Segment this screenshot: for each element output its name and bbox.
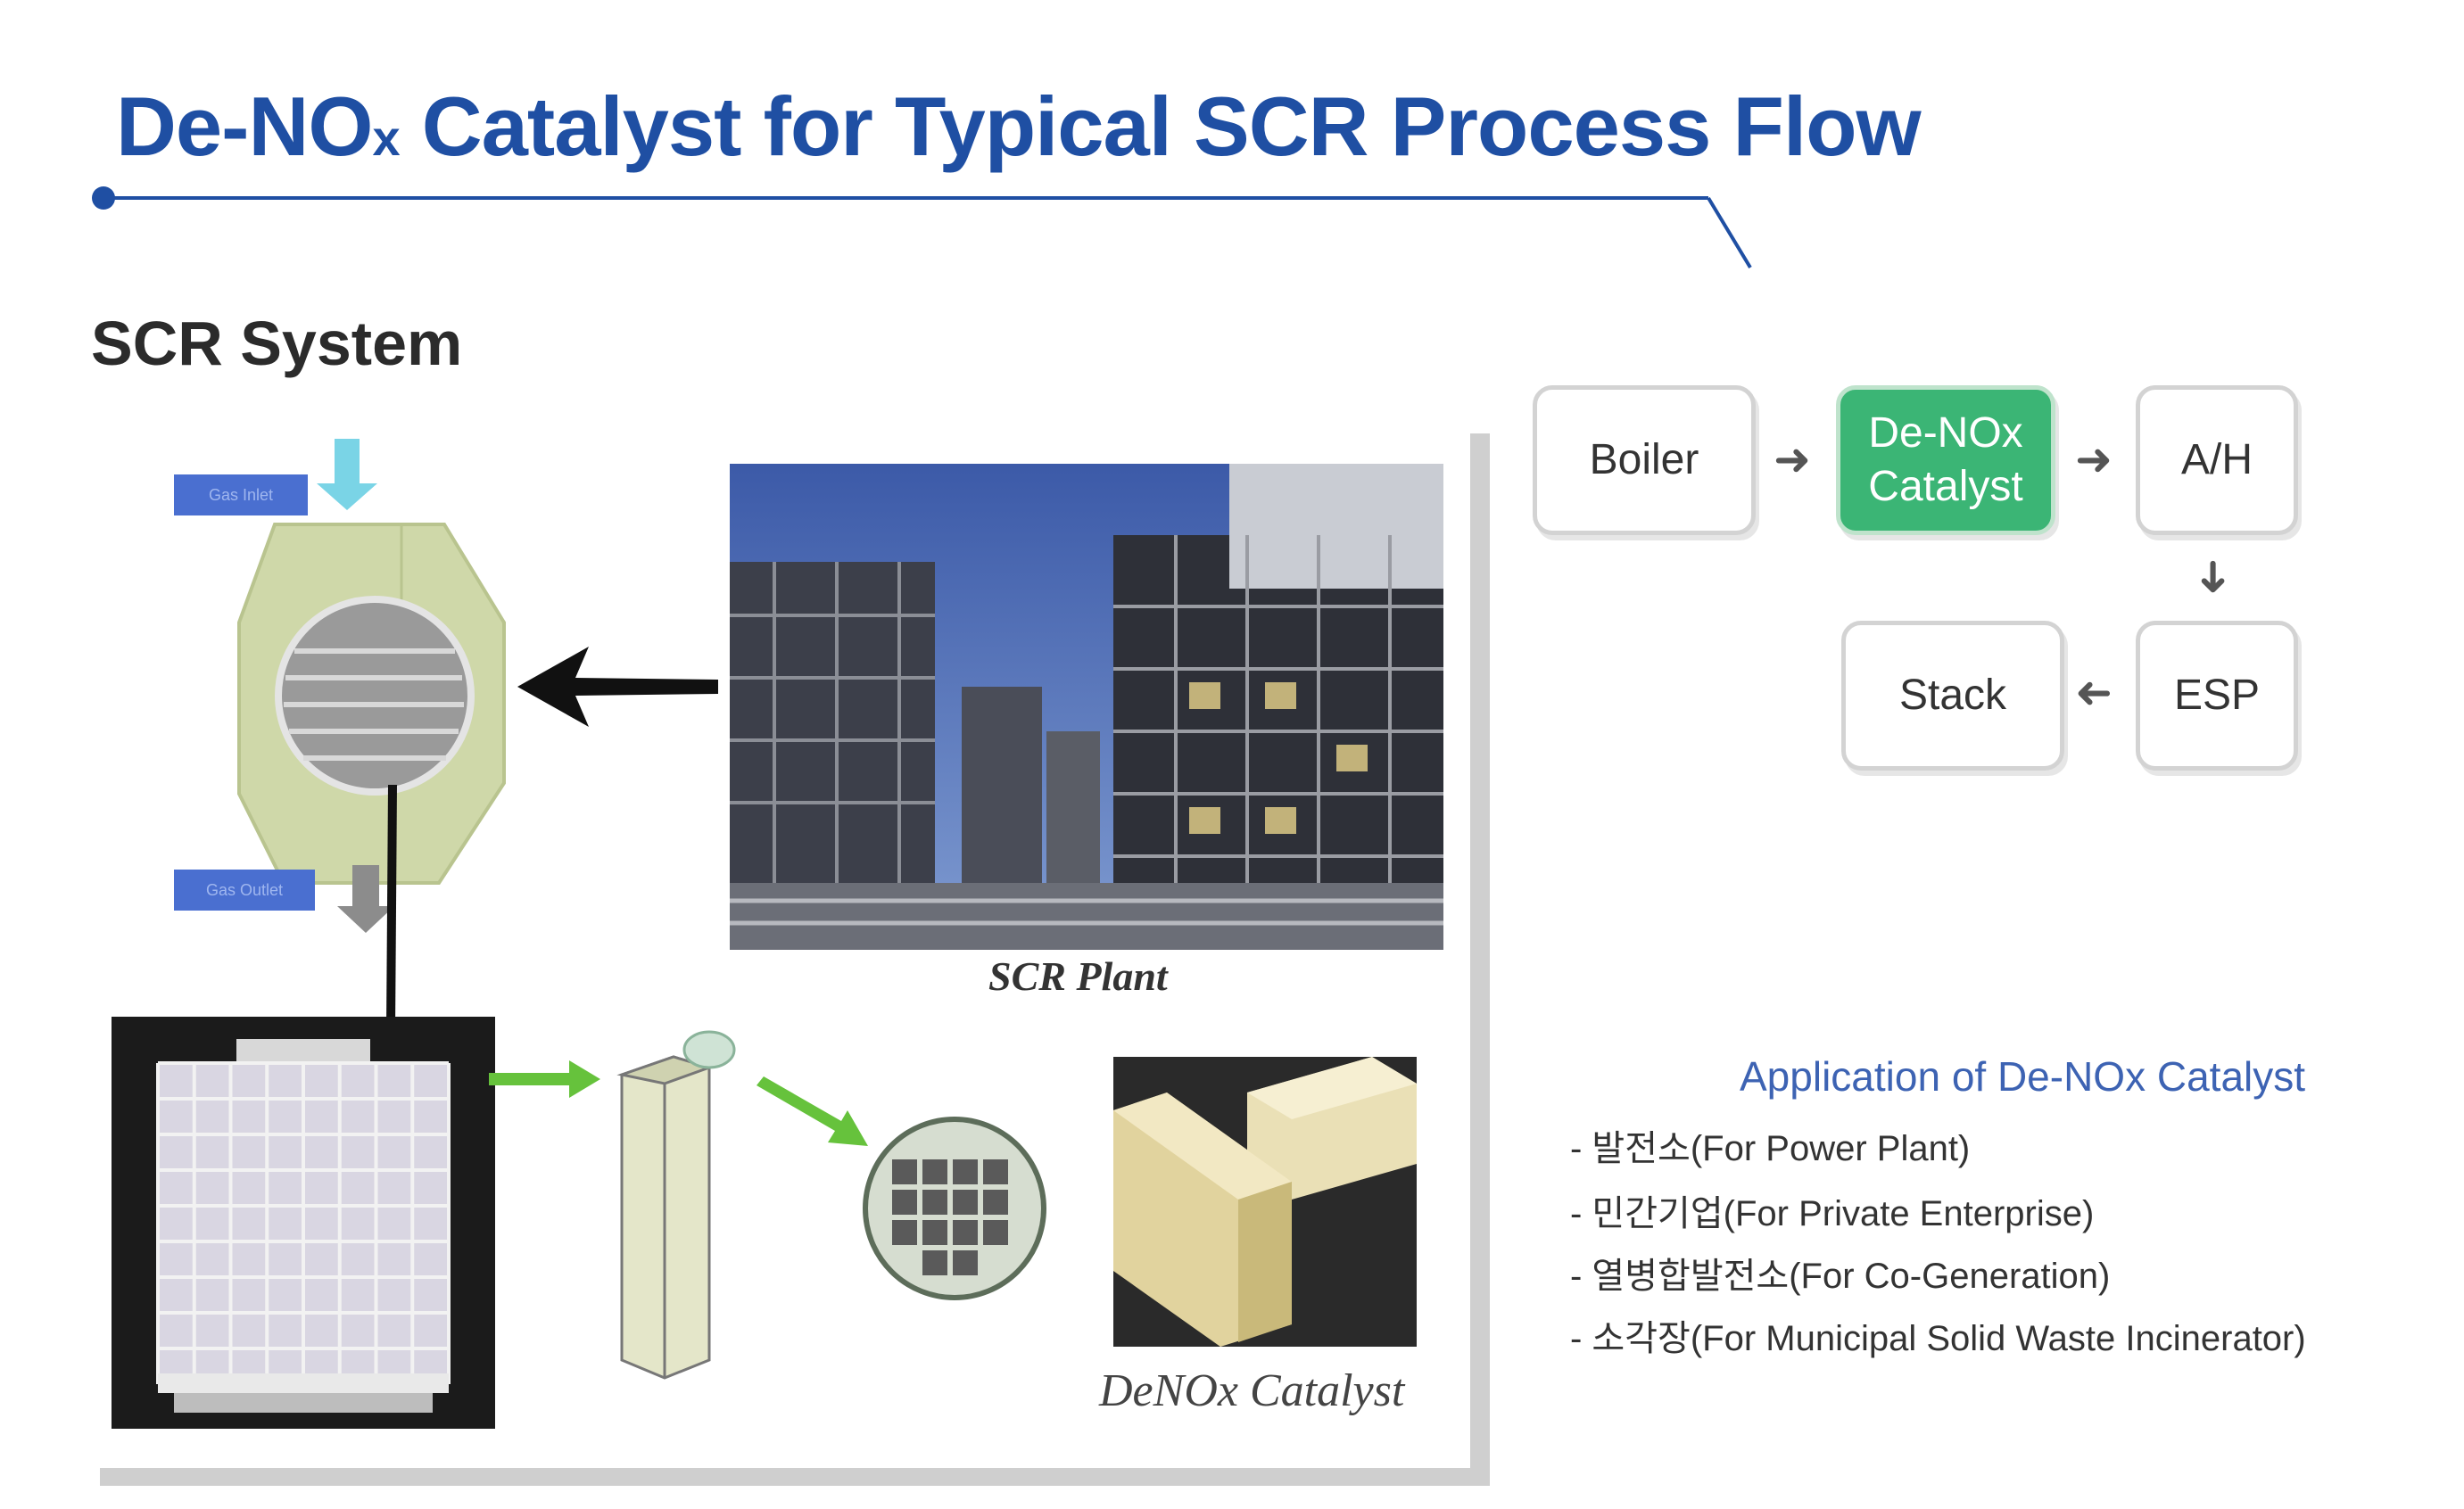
- gas-outlet-tag: Gas Outlet: [174, 870, 315, 911]
- flow-arrow-boiler-to-denox: ➜: [1774, 434, 1811, 484]
- section-title: SCR System: [91, 309, 463, 378]
- scr-plant-photo: [730, 464, 1443, 950]
- green-arrow-2: [757, 1076, 868, 1146]
- catalyst-module-image: [112, 1017, 495, 1429]
- plant-to-reactor-arrow: [517, 647, 718, 727]
- connector-line: [386, 785, 397, 1031]
- flow-box-denox-catalyst: De-NOx Catalyst: [1836, 385, 2055, 535]
- flow-arrow-ah-to-esp: ➜: [2188, 558, 2239, 596]
- scr-plant-label: SCR Plant: [988, 953, 1168, 999]
- catalyst-element-image: [616, 1030, 736, 1380]
- denox-line-1: De-NOx: [1868, 409, 2023, 457]
- flow-box-esp: ESP: [2136, 621, 2298, 771]
- green-arrow-1: [489, 1060, 600, 1098]
- page-title: De-NOx Catalyst for Typical SCR Process …: [116, 79, 1922, 173]
- denox-line-2: Catalyst: [1868, 463, 2023, 510]
- application-title: Application of De-NOx Catalyst: [1740, 1053, 2306, 1100]
- application-item: - 소각장(For Municipal Solid Waste Incinera…: [1570, 1319, 2306, 1358]
- flow-box-boiler: Boiler: [1533, 385, 1756, 535]
- flow-arrow-denox-to-ah: ➜: [2075, 434, 2113, 484]
- title-underline: [92, 186, 1752, 269]
- flow-arrow-esp-to-stack: ➜: [2075, 670, 2113, 720]
- application-item: - 발전소(For Power Plant): [1570, 1129, 1971, 1168]
- catalyst-cell-magnified: [863, 1117, 1046, 1300]
- application-item: - 열병합발전소(For Co-Generation): [1570, 1257, 2111, 1296]
- application-item: - 민간기업(For Private Enterprise): [1570, 1194, 2095, 1233]
- denox-catalyst-label: DeNOx Catalyst: [1099, 1365, 1405, 1416]
- scr-reactor-illustration: [237, 439, 506, 933]
- panel-shadow-right: [1470, 433, 1490, 1486]
- denox-catalyst-photo: [1113, 1057, 1417, 1347]
- panel-shadow-bottom: [100, 1468, 1490, 1486]
- gas-inlet-tag: Gas Inlet: [174, 474, 308, 515]
- flow-box-ah: A/H: [2136, 385, 2298, 535]
- flow-box-stack: Stack: [1841, 621, 2064, 771]
